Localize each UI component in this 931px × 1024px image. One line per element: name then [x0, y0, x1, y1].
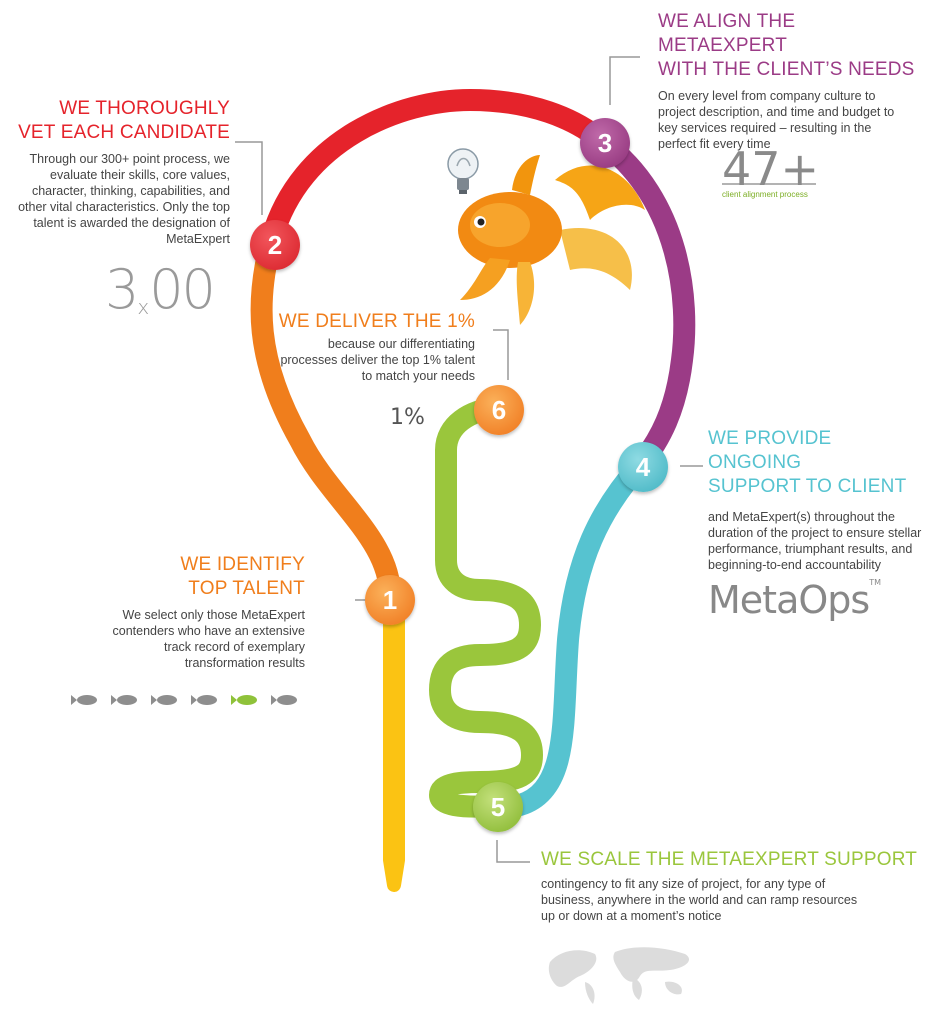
lightbulb-icon: [447, 148, 479, 194]
step-3-badge[interactable]: 3: [580, 118, 630, 168]
step-1-title-line2: TOP TALENT: [188, 578, 305, 599]
step-2-text: WE THOROUGHLY VET EACH CANDIDATE Through…: [10, 97, 230, 247]
step-5-title: WE SCALE THE METAEXPERT SUPPORT: [541, 849, 918, 870]
bulb-stem-yellow: [383, 593, 405, 892]
step-4-badge[interactable]: 4: [618, 442, 668, 492]
step-4-description: and MetaExpert(s) throughout the duratio…: [708, 510, 922, 572]
metaops-logo-text: MetaOps: [708, 578, 870, 622]
step-4-title-line1: WE PROVIDE ONGOING: [708, 428, 832, 473]
fish-icon-row: [71, 695, 297, 705]
bulb-filament-green: [429, 397, 543, 818]
fish-icon: [191, 695, 217, 705]
step-5-text: WE SCALE THE METAEXPERT SUPPORT continge…: [541, 848, 921, 924]
step-1-title-line1: WE IDENTIFY: [180, 554, 305, 575]
fish-icon-highlighted: [231, 695, 257, 705]
step-2-title: WE THOROUGHLY VET EACH CANDIDATE: [10, 97, 230, 145]
step-4-title-line2: SUPPORT TO CLIENT: [708, 476, 907, 497]
step-3-title-line2: WITH THE CLIENT’S NEEDS: [658, 59, 915, 80]
goldfish-illustration: [458, 155, 645, 325]
step-6-badge[interactable]: 6: [474, 385, 524, 435]
step-6-description: because our differentiating processes de…: [280, 337, 475, 383]
metaops-logo-tm: TM: [869, 578, 881, 587]
step-1-description: We select only those MetaExpert contende…: [112, 608, 306, 670]
step-2-description: Through our 300+ point process, we evalu…: [18, 152, 230, 246]
step-2-title-line1: WE THOROUGHLY: [59, 98, 230, 119]
connector-lines: [235, 56, 703, 863]
badge-300x-x: x: [137, 295, 150, 319]
fish-icon: [71, 695, 97, 705]
step-4-title: WE PROVIDE ONGOING SUPPORT TO CLIENT: [708, 427, 928, 499]
step-3-description: On every level from company culture to p…: [658, 89, 895, 151]
step-1-title: WE IDENTIFY TOP TALENT: [100, 553, 305, 601]
step-5-badge[interactable]: 5: [473, 782, 523, 832]
step-6-text: WE DELIVER THE 1% because our differenti…: [270, 310, 475, 384]
fish-icon: [111, 695, 137, 705]
step-2-badge[interactable]: 2: [250, 220, 300, 270]
badge-47: 47+: [722, 142, 820, 196]
badge-1-percent: 1%: [390, 405, 425, 430]
bulb-outline-purple: [592, 131, 696, 476]
step-3-title-line1: WE ALIGN THE METAEXPERT: [658, 11, 796, 56]
fish-icon: [151, 695, 177, 705]
world-map-icon: [548, 947, 690, 1004]
bulb-outline-orange: [250, 227, 401, 609]
step-3-text: WE ALIGN THE METAEXPERT WITH THE CLIENT’…: [658, 10, 928, 152]
bulb-outline-red: [261, 88, 614, 249]
step-3-title: WE ALIGN THE METAEXPERT WITH THE CLIENT’…: [658, 10, 928, 82]
fish-icon: [271, 695, 297, 705]
step-1-badge[interactable]: 1: [365, 575, 415, 625]
step-6-title: WE DELIVER THE 1%: [278, 311, 475, 332]
step-5-description: contingency to fit any size of project, …: [541, 877, 858, 923]
step-4-text: WE PROVIDE ONGOING SUPPORT TO CLIENT and…: [708, 427, 928, 573]
metaops-logo: MetaOpsTM: [708, 578, 881, 622]
badge-300x-rest: 00: [149, 258, 216, 321]
badge-300x-digit: 3: [105, 258, 139, 321]
badge-47-caption: client alignment process: [722, 190, 808, 199]
step-2-title-line2: VET EACH CANDIDATE: [18, 122, 230, 143]
step-1-text: WE IDENTIFY TOP TALENT We select only th…: [100, 553, 306, 671]
badge-300x: 3x00: [105, 258, 216, 321]
